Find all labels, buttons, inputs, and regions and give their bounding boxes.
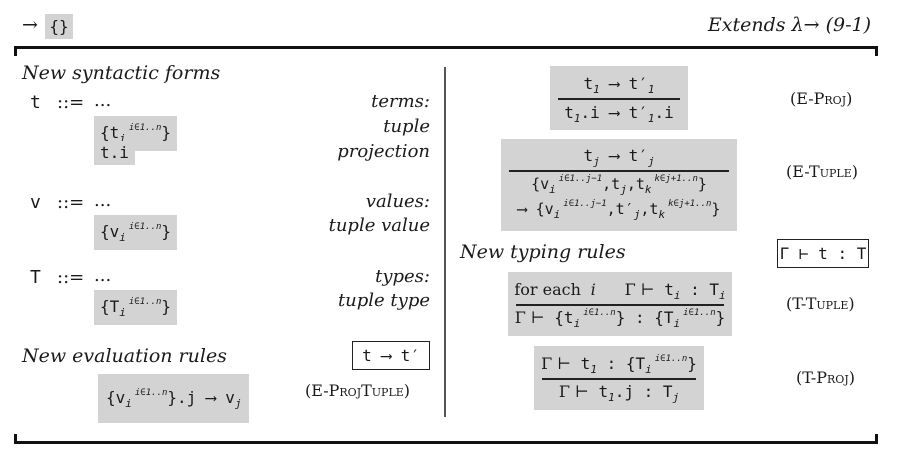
values-metavar: v [30,192,41,213]
column-divider [444,67,446,417]
e-tuple-rule: tj ⟶ t′j {vii∈1..j−1,tj,tkk∈j+1..n} ⟶ {v… [501,139,737,231]
frame-bottom-left-tick [14,434,17,444]
t-tuple-premise: for each i Γ ⊢ ti : Ti [514,280,726,302]
t-tuple-rule: for each i Γ ⊢ ti : Ti Γ ⊢ {tii∈1..n} : … [508,272,732,336]
frame-bottom-rule [14,441,878,444]
e-tuple-fraction-line [509,170,729,172]
t-proj-conclusion: Γ ⊢ t1.j : Tj [558,382,680,404]
tuple-value-box: {vii∈1..n} [94,215,178,250]
e-tuple-premise: tj ⟶ t′j [583,146,655,168]
values-desc: values: [365,191,430,212]
values-dots: ... [94,190,112,211]
e-proj-premise: t1 ⟶ t′1 [583,74,655,96]
terms-desc: terms: [371,91,430,112]
e-proj-conclusion: t1.i ⟶ t′1.i [564,103,674,125]
evaluation-section-title: New evaluation rules [22,345,227,367]
types-metavar: T [30,267,41,288]
syntax-section-title: New syntactic forms [22,62,221,84]
e-tuple-conclusion-line2: ⟶ {vii∈1..j−1,t′j,tkk∈j+1..n} [517,199,721,221]
e-proj-name: (E-Proj) [790,89,853,108]
tuple-type-desc: tuple type [337,290,430,311]
frame-bottom-right-tick [875,434,878,444]
projection-desc: projection [337,141,430,162]
e-proj-fraction-line [558,98,680,100]
values-def-symbol: ::= [57,192,85,213]
e-projtuple-name: (E-ProjTuple) [305,381,411,400]
tuple-value-desc: tuple value [328,215,430,236]
e-tuple-name: (E-Tuple) [786,162,858,181]
typing-section-title: New typing rules [460,241,626,263]
frame-top-left-tick [14,46,17,56]
evaluation-judgment-box: t ⟶ t′ [352,341,430,370]
frame-top-rule [14,46,878,49]
header-arrow: → [22,14,38,36]
tuple-desc: tuple [383,116,430,137]
t-proj-rule: Γ ⊢ t1 : {Tii∈1..n} Γ ⊢ t1.j : Tj [534,346,704,410]
extends-label: Extends λ→ (9-1) [707,14,871,36]
e-projtuple-rule: {vii∈1..n}.j ⟶ vj [98,374,250,423]
types-desc: types: [375,266,430,287]
t-proj-name: (T-Proj) [796,368,855,387]
t-tuple-conclusion: Γ ⊢ {tii∈1..n} : {Tii∈1..n} [514,308,726,330]
terms-def-symbol: ::= [57,92,85,113]
t-proj-fraction-line [542,378,696,380]
feature-badge: {} [45,14,73,39]
types-dots: ... [94,265,112,286]
typing-judgment-box: Γ ⊢ t : T [777,239,869,268]
projection-term-box: t.i [94,141,135,165]
types-def-symbol: ::= [57,267,85,288]
terms-metavar: t [30,92,41,113]
t-tuple-name: (T-Tuple) [786,294,855,313]
frame-top-right-tick [875,46,878,56]
terms-dots: ... [94,90,112,111]
tuple-type-box: {Tii∈1..n} [94,290,178,325]
e-proj-rule: t1 ⟶ t′1 t1.i ⟶ t′1.i [550,66,688,130]
t-tuple-fraction-line [516,304,724,306]
e-tuple-conclusion-line1: {vii∈1..j−1,tj,tkk∈j+1..n} [531,174,707,196]
t-proj-premise: Γ ⊢ t1 : {Tii∈1..n} [541,354,697,376]
